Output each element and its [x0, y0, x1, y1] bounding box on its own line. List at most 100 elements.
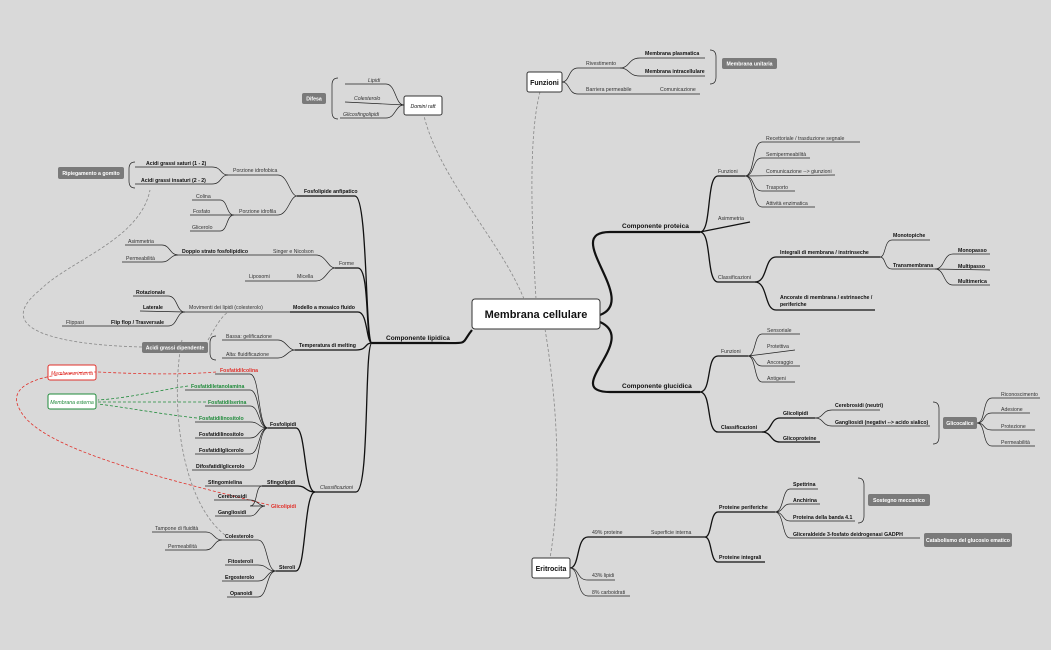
lipidica-saturi: Acidi grassi saturi (1 - 2): [146, 161, 207, 167]
main-branches: [372, 230, 700, 394]
lipidica-colesterolo: Colesterolo: [225, 534, 254, 540]
dipendente-badge: [142, 342, 208, 353]
sostegno-badge: [868, 494, 930, 506]
lipidica-fosfatidilcolina: Fosfatidilcolina: [220, 368, 258, 374]
eritrocita-periferiche: Proteine periferiche: [719, 505, 768, 511]
lipidica-movimenti: Movimenti dei lipidi (colesterolo): [189, 305, 263, 311]
proteica-asimmetria: Asimmetria: [718, 216, 744, 222]
lipidica-gangliosidi: Gangliosidi: [218, 510, 247, 516]
glucidica-f3: Ancoraggio: [767, 360, 793, 366]
proteica-monopasso: Monopasso: [958, 248, 987, 254]
lipidica-melting: Temperatura di melting: [299, 343, 356, 349]
membrana-interna-node[interactable]: [47, 364, 97, 381]
lipidica-tampone: Tampone di fluidità: [155, 526, 198, 532]
eritrocita-spettrina: Spettrina: [793, 482, 816, 488]
funzioni-branch: Funzioni Rivestimento Membrana plasmatic…: [526, 49, 777, 95]
glucidica-f1: Sensoriale: [767, 328, 792, 334]
glucidica-glicoproteine: Glicoproteine: [783, 436, 817, 442]
ripiegamento-label: Ripiegamento a gomito: [62, 171, 119, 177]
catabolismo-label: Catabolismo del glucosio ematico: [926, 538, 1010, 544]
lipidica-branch: Componente lipidica Fosfolipide anfipati…: [16, 161, 450, 598]
funzioni-title: Funzioni: [530, 80, 559, 87]
rivestimento-label: Rivestimento: [586, 61, 616, 67]
eritrocita-integrali: Proteine integrali: [719, 555, 762, 561]
proteica-integrali: Integrali di membrana / instrinseche: [780, 250, 869, 256]
glucidica-title: Componente glucidica: [622, 383, 692, 390]
lipidica-permeabilita-2: Permeabilità: [168, 544, 197, 550]
glucidica-f2: Protettiva: [767, 344, 789, 350]
glicocalice-protezione: Protezione: [1001, 424, 1026, 430]
lipidica-classificazioni: Classificazioni: [320, 485, 354, 491]
sostegno-label: Sostegno meccanico: [873, 498, 925, 504]
unitaria-badge: [722, 58, 777, 69]
lipidica-forme: Forme: [339, 261, 354, 267]
lipidica-idrofobica: Porzione idrofobica: [233, 168, 278, 174]
central-node[interactable]: Membrana cellulare: [471, 298, 601, 330]
membrana-esterna-node[interactable]: [47, 393, 97, 410]
plasmatica-label: Membrana plasmatica: [645, 51, 699, 57]
lipidica-fosfolipide: Fosfolipide anfipatico: [304, 189, 358, 195]
domini-colesterolo: Colesterolo: [354, 96, 380, 102]
lipidica-laterale: Laterale: [143, 305, 163, 311]
domini-title: Domini raft: [410, 104, 436, 110]
domini-node[interactable]: [403, 95, 443, 116]
eritrocita-anchirina: Anchirina: [793, 498, 817, 504]
lipidica-idrofila: Porzione idrofila: [239, 209, 276, 215]
lipidica-bassa: Bassa: gelificazione: [226, 334, 272, 340]
proteica-monotopiche: Monotopiche: [893, 233, 925, 239]
difesa-label: Difesa: [306, 97, 322, 103]
proteica-f5: Attività enzimatica: [766, 201, 808, 207]
membrana-esterna-label: Membrana esterna: [50, 400, 94, 406]
lipidica-fosfatidilglicerolo: Fosfatidilglicerolo: [199, 448, 244, 454]
eritrocita-banda: Proteina della banda 4.1: [793, 515, 853, 521]
glicocalice-permeabilita: Permeabilità: [1001, 440, 1030, 446]
glucidica-glicolipidi: Glicolipidi: [783, 411, 809, 417]
lipidica-fosfatidiletanolamina: Fosfatidiletanolamina: [191, 384, 244, 390]
proteica-classificazioni: Classificazioni: [718, 275, 751, 281]
intracellulare-label: Membrana intracellulare: [645, 69, 705, 75]
glicocalice-riconoscimento: Riconoscimento: [1001, 392, 1038, 398]
proteica-branch: Componente proteica Funzioni Asimmetria …: [622, 136, 991, 311]
proteica-multipasso: Multipasso: [958, 264, 985, 270]
glucidica-funzioni: Funzioni: [721, 349, 741, 355]
lipidica-steroli: Steroli: [279, 565, 296, 571]
lipidica-colina: Colina: [196, 194, 211, 200]
lipidica-opanoidi: Opanoidi: [230, 591, 253, 597]
glucidica-f4: Antigeni: [767, 376, 786, 382]
proteica-ancorate-2: periferiche: [780, 302, 807, 308]
link-eritrocita: [544, 328, 558, 559]
domini-lipidi: Lipidi: [368, 78, 381, 84]
link-funzioni: [531, 91, 541, 300]
domini-glicosfingolipidi: Glicosfingolipidi: [343, 112, 380, 118]
lipidica-fitosteroli: Fitosteroli: [228, 559, 254, 565]
glucidica-branch: Componente glucidica Funzioni Sensoriale…: [622, 328, 1040, 447]
proteica-f2: Semipermeabilità: [766, 152, 806, 158]
lipidica-singer: Singer e Nicolson: [273, 249, 314, 255]
glicocalice-badge: [943, 417, 977, 429]
glucidica-cerebrosidi: Cerebrosidi (neutri): [835, 403, 883, 409]
lipidica-rotazionale: Rotazionale: [136, 290, 165, 296]
eritrocita-proteine: 49% proteine: [592, 530, 623, 536]
glicocalice-label: Glicocalice: [946, 421, 974, 427]
proteica-f1: Recettoriale / trasduzione segnale: [766, 136, 845, 142]
lipidica-cerebrosidi: Cerebrosidi: [218, 494, 247, 500]
membrana-interna-label: Membrana interna: [51, 371, 93, 377]
comunicazione-label: Comunicazione: [660, 87, 696, 93]
lipidica-fosfato: Fosfato: [193, 209, 210, 215]
unitaria-label: Membrana unitaria: [726, 62, 772, 68]
eritrocita-lipidi: 43% lipidi: [592, 573, 614, 579]
lipidica-glicerolo: Glicerolo: [192, 225, 213, 231]
ripiegamento-badge: [58, 167, 124, 179]
lipidica-permeabilita: Permeabilità: [126, 256, 155, 262]
lipidica-fosfolipidi: Fosfolipidi: [270, 422, 297, 428]
lipidica-asimmetria: Asimmetria: [128, 239, 154, 245]
lipidica-ergosterolo: Ergosterolo: [225, 575, 254, 581]
proteica-transmembrana: Transmembrana: [893, 263, 933, 269]
lipidica-fosfatidilinositolo: Fosfatidilinositolo: [199, 432, 244, 438]
lipidica-doppio-strato: Doppio strato fosfolipidico: [182, 249, 248, 255]
proteica-title: Componente proteica: [622, 223, 689, 230]
lipidica-sfingomielina: Sfingomielina: [208, 480, 242, 486]
dipendente-label: Acidi grassi dipendente: [146, 346, 205, 352]
lipidica-fosfatidilserina: Fosfatidilserina: [208, 400, 246, 406]
